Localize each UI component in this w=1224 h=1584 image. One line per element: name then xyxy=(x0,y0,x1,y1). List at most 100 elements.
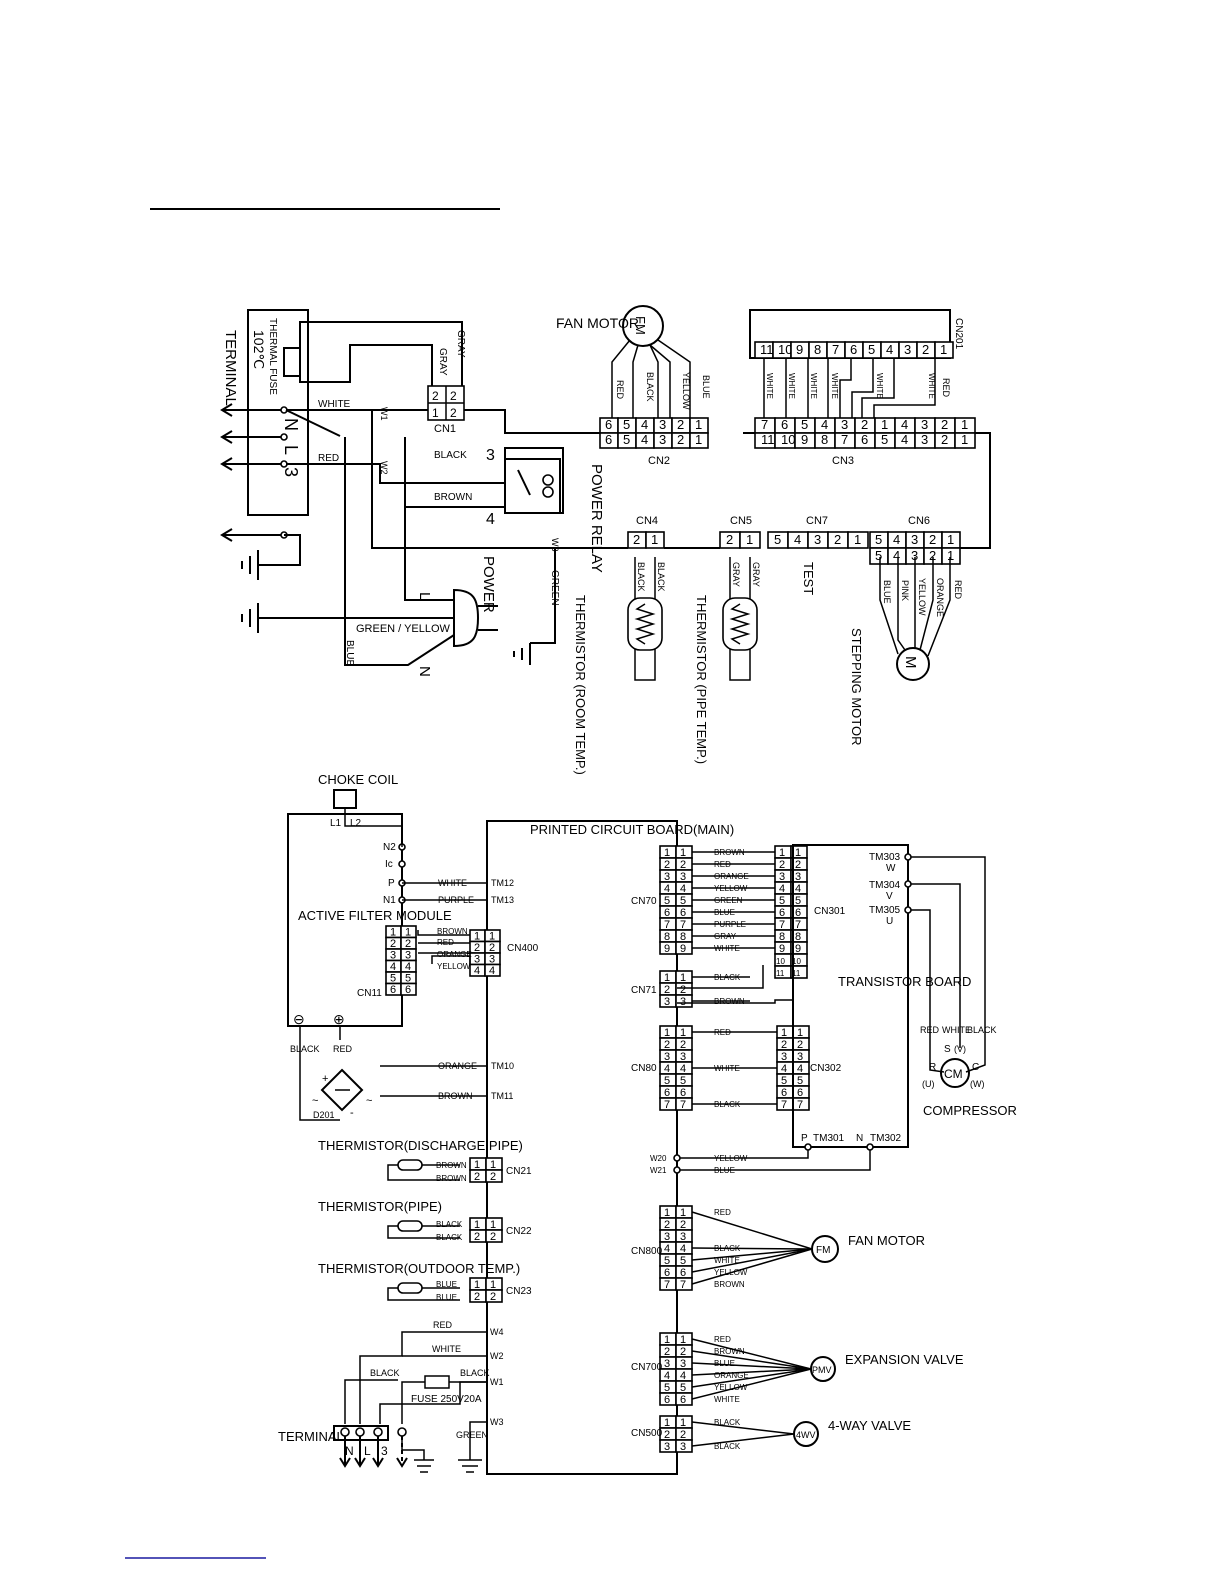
cn21-pin-label: 1 xyxy=(490,1159,496,1171)
choke-coil-label: CHOKE COIL xyxy=(318,772,398,787)
cn5-pin-label: 2 xyxy=(726,532,733,547)
cn3-wire-white-4: WHITE xyxy=(830,373,839,399)
cn500-pin-label: 2 xyxy=(664,1429,670,1441)
wire-line xyxy=(691,1248,813,1285)
cn301-pin-label: 1 xyxy=(779,847,785,859)
cn71-pin-label: 1 xyxy=(680,972,686,984)
four-way-valve: 4WV xyxy=(793,1421,819,1447)
cn2-pin2-label: 6 xyxy=(605,432,612,447)
wire-label: RED xyxy=(714,1335,731,1344)
outdoor-wire-labels: BROWNREDORANGEYELLOWGREENBLUEPURPLEGRAYW… xyxy=(691,848,813,1451)
cn700-pin-label: 2 xyxy=(680,1346,686,1358)
cn3-pin-label: 2 xyxy=(941,417,948,432)
cn2-pin-label: 5 xyxy=(623,417,630,432)
cn3-pin2-label: 1 xyxy=(961,432,968,447)
cn3-wire-white-3: WHITE xyxy=(809,373,818,399)
af-pin-n2: N2 xyxy=(383,842,396,853)
cn800-pin-label: 5 xyxy=(664,1255,670,1267)
cn22-pin-label: 2 xyxy=(490,1231,496,1243)
outdoor-fan-motor-label: FAN MOTOR xyxy=(848,1233,925,1248)
cn301-pin-11 xyxy=(790,965,808,979)
cn6-pin2-label: 5 xyxy=(875,548,882,563)
cn700-pin-label: 5 xyxy=(664,1382,670,1394)
cn6-wire-yellow: YELLOW xyxy=(917,578,927,616)
thermal-fuse-temp: 102℃ xyxy=(251,330,267,369)
wire-label: BLACK xyxy=(714,1442,741,1451)
cn70-pin-label: 9 xyxy=(664,943,670,955)
diode-bridge: + - ~ ~ xyxy=(312,1068,372,1119)
cn6-pin-label: 2 xyxy=(929,532,936,547)
wire-label: BROWN xyxy=(714,1347,745,1356)
svg-text:2: 2 xyxy=(450,389,457,403)
cn7-pin-label: 4 xyxy=(794,532,801,547)
cn70-pin-label: 3 xyxy=(664,871,670,883)
cn302-pin-label: 3 xyxy=(781,1051,787,1063)
thermistor-pipe-label: THERMISTOR (PIPE TEMP.) xyxy=(694,595,709,764)
cn201-pin-label: 7 xyxy=(832,342,839,357)
cn400-pin-label: 3 xyxy=(474,954,480,966)
cn500-label: CN500 xyxy=(631,1428,663,1439)
cn71-label: CN71 xyxy=(631,985,657,996)
cn201-pin-label: 1 xyxy=(940,342,947,357)
cn80-pin-label: 1 xyxy=(680,1027,686,1039)
cn4-pin-1 xyxy=(645,531,665,549)
cn400-pin-label: 1 xyxy=(489,931,495,943)
w1-label: W1 xyxy=(490,1377,504,1387)
cn301-pin-label: 7 xyxy=(795,919,801,931)
cn6-wire-blue: BLUE xyxy=(882,580,892,604)
cn4-label: CN4 xyxy=(636,515,658,527)
cn71-pin-label: 1 xyxy=(664,972,670,984)
cn21-pin-label: 2 xyxy=(490,1171,496,1183)
tm12-label: TM12 xyxy=(491,878,514,888)
cn302-pin-label: 2 xyxy=(797,1039,803,1051)
wire-label: RED xyxy=(714,1028,731,1037)
cn2-pin2-1 xyxy=(689,432,709,449)
cn23-wire-1: BLUE xyxy=(436,1280,457,1289)
cn80-pin-label: 7 xyxy=(680,1099,686,1111)
cn6-wire-orange: ORANGE xyxy=(935,578,945,617)
cn2-pin-label: 1 xyxy=(695,417,702,432)
power-wire-green: GREEN xyxy=(456,1430,488,1440)
cn201-pin-1 xyxy=(934,341,954,359)
wire-line xyxy=(691,1433,795,1447)
cn301-pin-label: 11 xyxy=(792,969,801,978)
cn3-wires xyxy=(763,358,936,418)
cn23-label: CN23 xyxy=(506,1286,532,1297)
cn21-label: CN21 xyxy=(506,1166,532,1177)
outdoor-power-wires xyxy=(344,1331,487,1473)
wire-line xyxy=(691,1368,812,1400)
cn700-pin-label: 6 xyxy=(664,1394,670,1406)
svg-text:1: 1 xyxy=(432,406,439,420)
outdoor-fan-motor: FM xyxy=(811,1235,839,1263)
cn700-pin-label: 3 xyxy=(680,1358,686,1370)
cn800-pin-label: 6 xyxy=(664,1267,670,1279)
indoor-terminal-box xyxy=(247,309,309,516)
terminal-mark-3: 3 xyxy=(281,467,301,477)
power-label: POWER xyxy=(480,556,497,613)
outdoor-thermistor-symbols xyxy=(387,1159,460,1301)
wire-line xyxy=(691,1368,812,1376)
indoor-wiring-diagram: TERMINAL THERMAL FUSE 102℃ N L 3 xyxy=(220,305,991,775)
cn400-pin-label: 1 xyxy=(474,931,480,943)
compressor-wire-white: WHITE xyxy=(942,1025,971,1035)
power-wire-red: RED xyxy=(433,1320,453,1330)
cn22-pin-label: 1 xyxy=(474,1219,480,1231)
cn800-pin-label: 2 xyxy=(680,1219,686,1231)
cn11-pin-6 xyxy=(400,982,417,996)
tm301-label: TM301 xyxy=(813,1133,845,1144)
pcb-main-label: PRINTED CIRCUIT BOARD(MAIN) xyxy=(530,822,734,837)
cn6-wire-pink: PINK xyxy=(900,580,910,601)
cn201-label: CN201 xyxy=(953,318,964,350)
wire-label-red: RED xyxy=(318,453,339,464)
cn800-pin-label: 7 xyxy=(664,1279,670,1291)
out-terminal-mark-n: N xyxy=(345,1444,354,1458)
cn302-pin-label: 2 xyxy=(781,1039,787,1051)
cn500-pin-label: 2 xyxy=(680,1429,686,1441)
cn22-wire-2: BLACK xyxy=(436,1233,463,1242)
tm10-label: TM10 xyxy=(491,1061,514,1071)
af-wire-white: WHITE xyxy=(438,878,467,888)
